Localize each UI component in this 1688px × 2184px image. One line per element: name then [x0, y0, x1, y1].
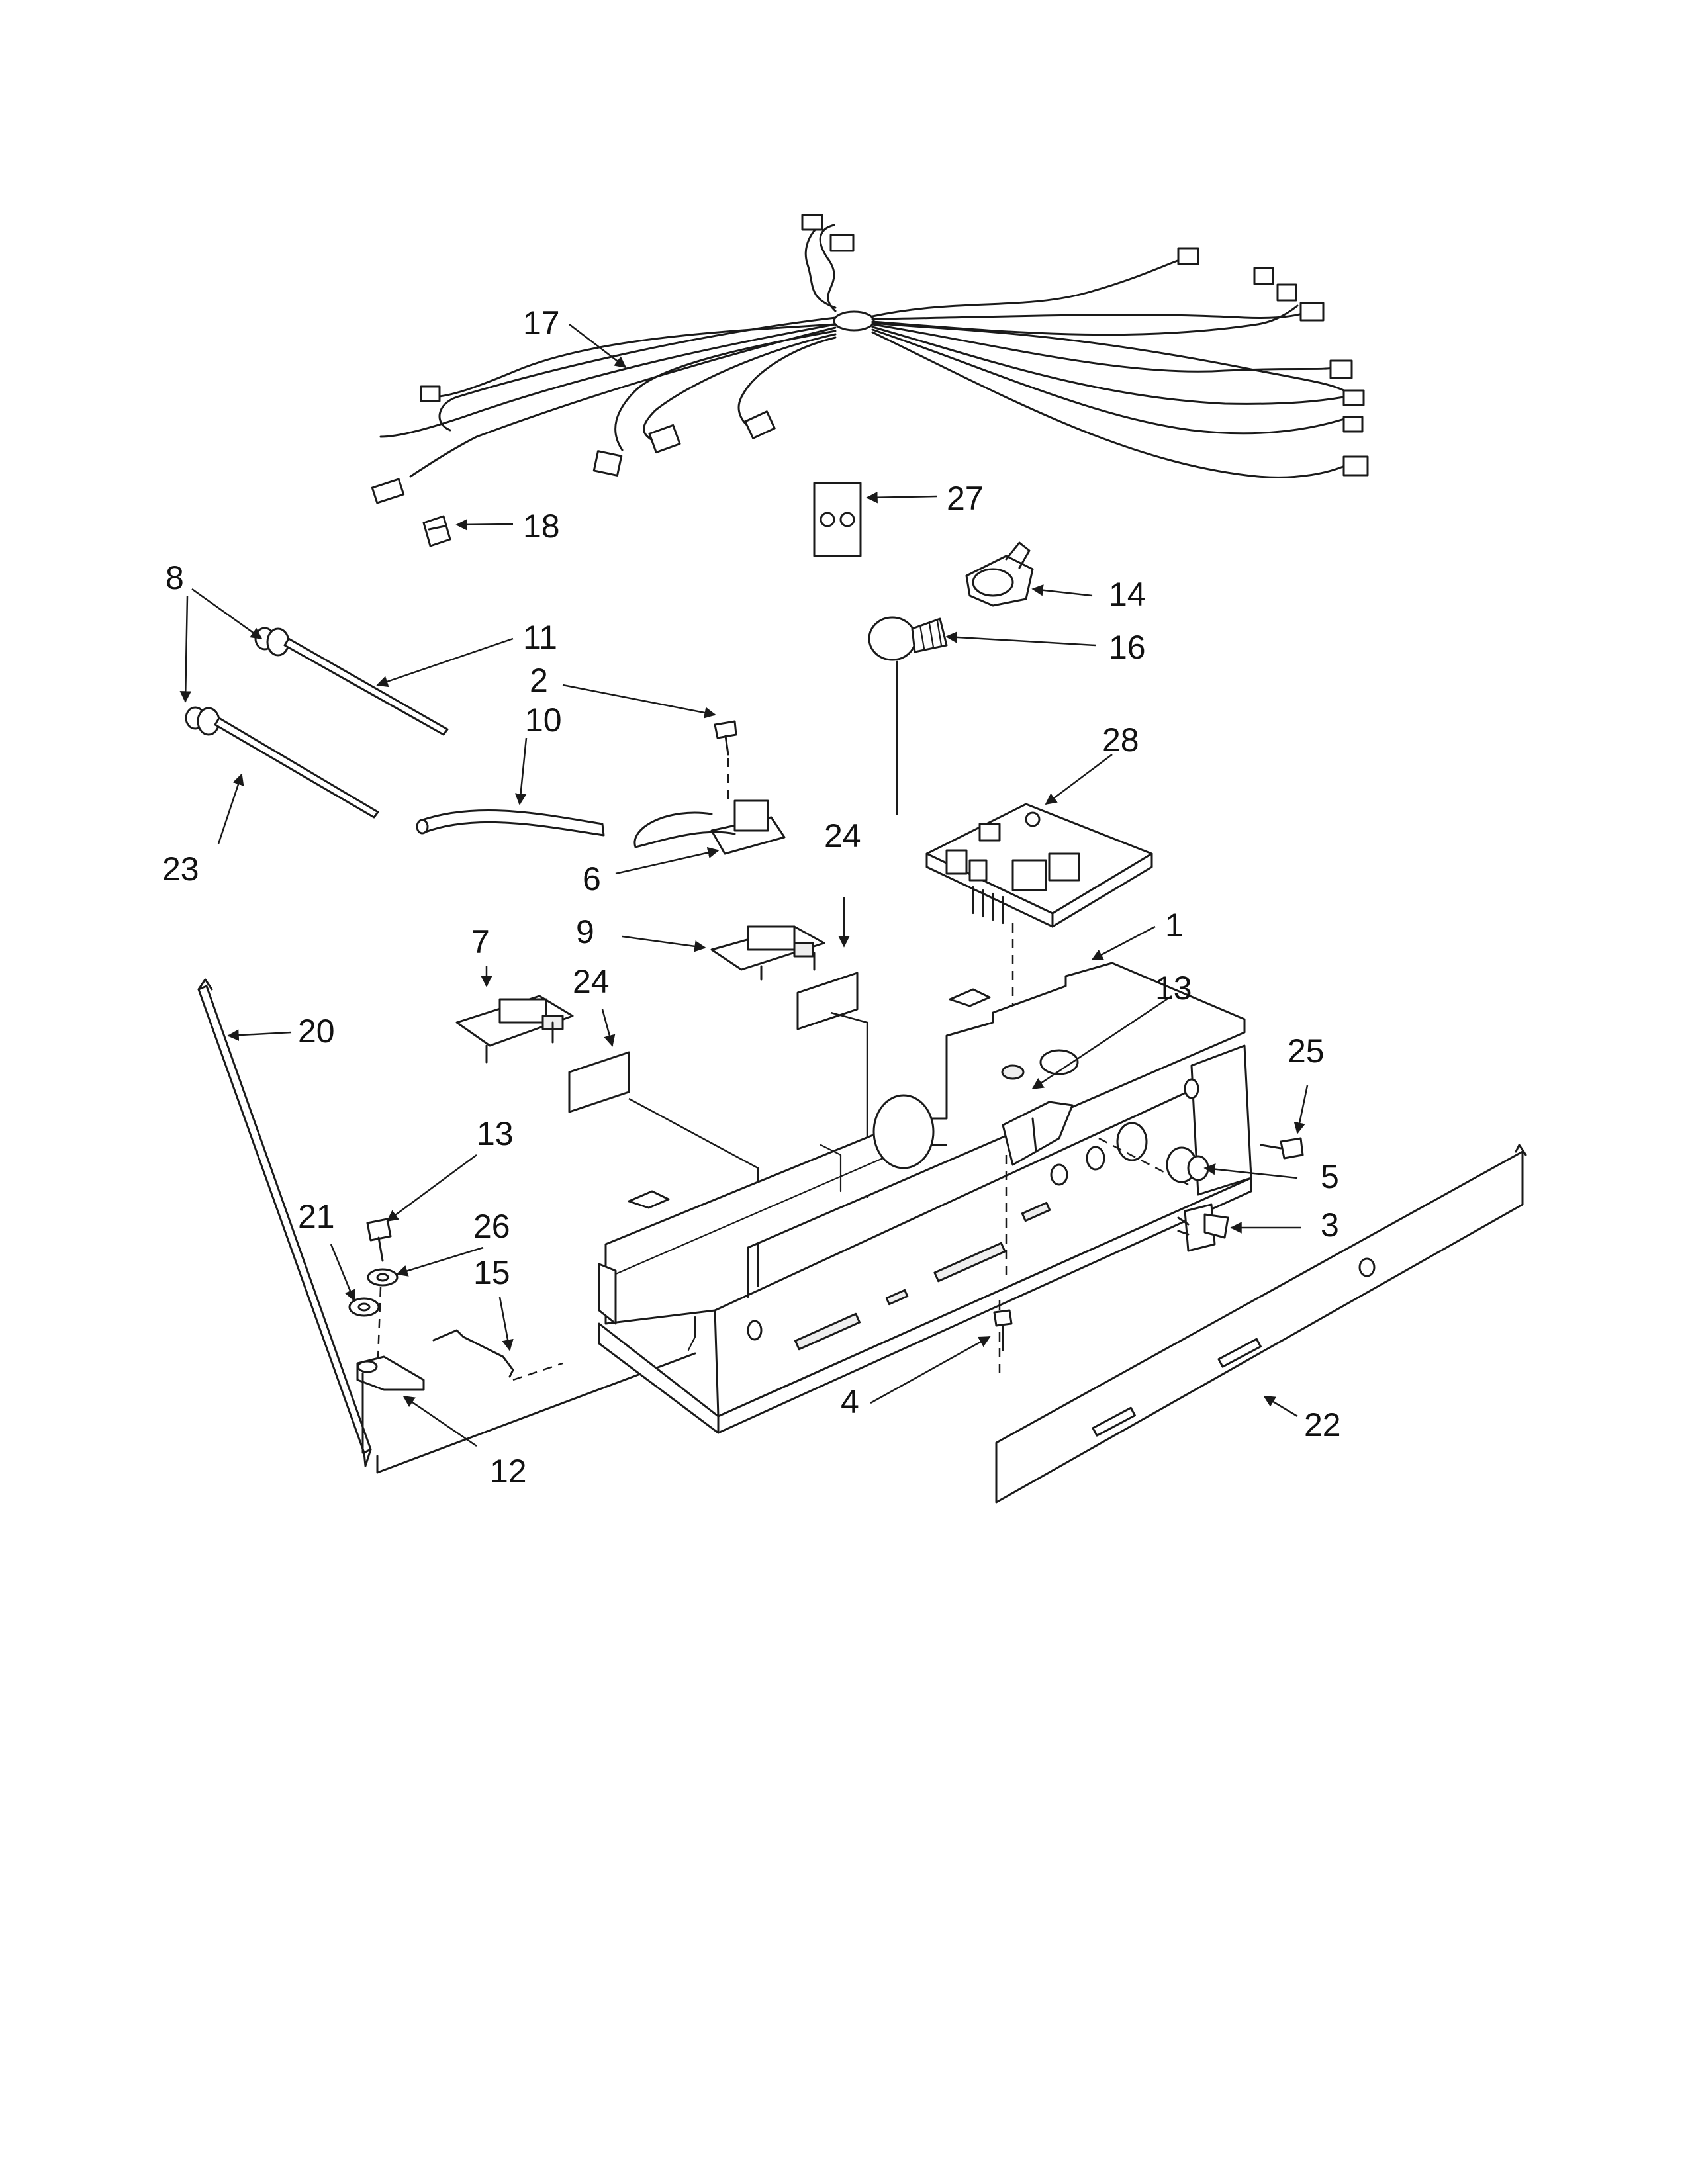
wire-harness [371, 214, 1369, 504]
callout-20: 20 [298, 1013, 335, 1050]
callout-24a: 24 [824, 817, 861, 854]
callout-17: 17 [523, 304, 560, 341]
callout-5: 5 [1321, 1158, 1339, 1195]
callout-22: 22 [1304, 1406, 1341, 1443]
button-5 [1166, 1146, 1209, 1183]
callout-3: 3 [1321, 1206, 1339, 1244]
callout-10: 10 [525, 702, 562, 739]
screw-25 [1260, 1137, 1304, 1160]
callout-7: 7 [471, 923, 490, 960]
callout-13a: 13 [1155, 970, 1192, 1007]
long-rod [197, 978, 372, 1467]
tube [416, 809, 605, 837]
callout-12: 12 [490, 1453, 527, 1490]
clip-part [422, 515, 451, 547]
callout-15: 15 [473, 1254, 510, 1291]
callout-28: 28 [1102, 721, 1139, 758]
control-board [925, 803, 1153, 928]
callout-8: 8 [165, 559, 184, 596]
callout-18: 18 [523, 508, 560, 545]
bracket-9 [710, 925, 825, 981]
callout-2: 2 [530, 662, 548, 699]
callout-24b: 24 [573, 963, 610, 1000]
switch-6 [633, 799, 786, 855]
rods [214, 637, 449, 819]
callout-13b: 13 [477, 1115, 514, 1152]
light-bulb [868, 616, 948, 661]
screw-2 [714, 720, 737, 756]
callout-26: 26 [473, 1208, 510, 1245]
clip-15 [432, 1329, 514, 1378]
callout-25: 25 [1288, 1032, 1325, 1069]
leader-lines [179, 324, 1309, 1447]
callout-27: 27 [947, 480, 984, 517]
callout-1: 1 [1165, 907, 1184, 944]
bracket-7 [455, 995, 574, 1064]
callout-14: 14 [1109, 576, 1146, 613]
switch-3 [1177, 1203, 1229, 1252]
grommets [185, 627, 290, 736]
screw-4 [993, 1309, 1013, 1351]
callout-labels: 1 2 3 4 5 6 7 8 9 10 11 12 13 13 14 15 1… [162, 304, 1341, 1490]
insulation-pad [813, 482, 862, 557]
callout-6: 6 [583, 860, 601, 897]
callout-23: 23 [162, 850, 199, 887]
callout-4: 4 [841, 1383, 859, 1420]
lamp-socket [965, 541, 1034, 607]
callout-16: 16 [1109, 629, 1146, 666]
callout-11: 11 [523, 619, 557, 656]
callout-21: 21 [298, 1198, 335, 1235]
hinge-group [348, 1218, 696, 1474]
trim-strip [995, 1144, 1527, 1504]
callout-9: 9 [576, 913, 594, 950]
labels-24 [568, 972, 859, 1113]
